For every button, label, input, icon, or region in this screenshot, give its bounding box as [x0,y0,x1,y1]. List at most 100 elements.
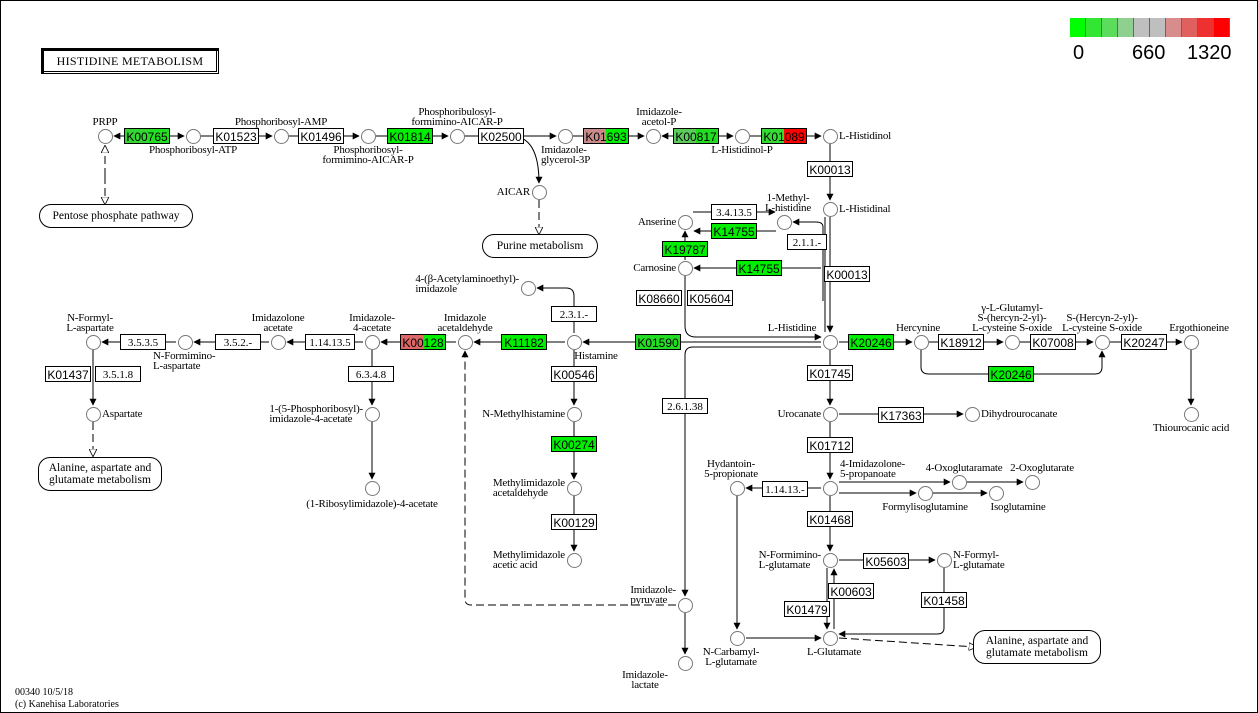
enzyme-box-k02500[interactable]: K02500 [478,128,524,144]
compound-node-histamine[interactable] [566,334,582,350]
pathway-link-ala2[interactable]: Alanine, aspartate and glutamate metabol… [973,630,1101,664]
compound-node-thiourocanic[interactable] [1183,406,1199,422]
enzyme-box-2-1-1[interactable]: 2.1.1.- [787,234,827,250]
enzyme-box-k01479[interactable]: K01479 [784,601,830,617]
enzyme-box-k20246[interactable]: K20246 [988,366,1034,382]
compound-node-hercyn-cys[interactable] [1094,334,1110,350]
enzyme-box-k01496[interactable]: K01496 [298,128,344,144]
enzyme-box-k01458[interactable]: K01458 [921,592,967,608]
enzyme-box-k01590[interactable]: K01590 [635,334,681,350]
compound-node-methylhis[interactable] [776,214,792,230]
enzyme-box-k00817[interactable]: K00817 [673,128,719,144]
enzyme-box-k05604[interactable]: K05604 [687,290,733,306]
compound-node-nmethylhistamine[interactable] [566,406,582,422]
compound-node-igp[interactable] [557,128,573,144]
enzyme-box-k01437[interactable]: K01437 [45,366,91,382]
pathway-link-pentose[interactable]: Pentose phosphate pathway [39,204,193,228]
compound-node-imacetald[interactable] [457,334,473,350]
enzyme-box-k01089[interactable]: K01089 [761,128,807,144]
compound-node-acetylaminoethyl[interactable] [520,280,536,296]
compound-node-histidinol[interactable] [822,128,838,144]
compound-node-imlactate[interactable] [677,655,693,671]
enzyme-box-k01693[interactable]: K01693 [583,128,629,144]
enzyme-box-k20246[interactable]: K20246 [848,334,894,350]
reaction-arrow [536,284,575,333]
compound-node-nformimino-glu[interactable] [822,552,838,568]
compound-node-nformyl-asp[interactable] [85,334,101,350]
compound-node-glutamate[interactable] [822,630,838,646]
enzyme-box-k14755[interactable]: K14755 [711,223,757,239]
compound-node-ncarbamyl-glu[interactable] [729,630,745,646]
enzyme-box-k08660[interactable]: K08660 [636,290,682,306]
enzyme-box-k07008[interactable]: K07008 [1030,334,1076,350]
enzyme-box-k01468[interactable]: K01468 [807,511,853,527]
compound-node-impyruvate[interactable] [677,597,693,613]
compound-node-prim4acetate[interactable] [364,406,380,422]
compound-node-hydantoin[interactable] [729,480,745,496]
compound-label: L-Histidine [767,322,817,334]
compound-node-mimacetald[interactable] [566,480,582,496]
pathway-link-ala1[interactable]: Alanine, aspartate and glutamate metabol… [38,457,162,491]
enzyme-box-k00603[interactable]: K00603 [828,583,874,599]
compound-node-imzacetate[interactable] [270,334,286,350]
compound-node-hisp[interactable] [734,128,750,144]
compound-node-histidine[interactable] [822,334,838,350]
enzyme-box-k11182[interactable]: K11182 [501,334,547,350]
compound-node-gglu-hercyn[interactable] [1004,334,1020,350]
enzyme-box-k17363[interactable]: K17363 [878,407,924,423]
compound-node-pru-faicar[interactable] [449,128,465,144]
compound-node-oxoglutarate[interactable] [1024,474,1040,490]
enzyme-box-k01523[interactable]: K01523 [213,128,259,144]
enzyme-box-k00013[interactable]: K00013 [807,161,853,177]
compound-node-oxoglutaramate[interactable] [951,474,967,490]
compound-node-anserine[interactable] [677,214,693,230]
enzyme-box-k01814[interactable]: K01814 [387,128,433,144]
enzyme-box-k19787[interactable]: K19787 [662,241,708,257]
enzyme-box-3-5-1-8[interactable]: 3.5.1.8 [95,366,141,382]
compound-node-iap[interactable] [645,128,661,144]
compound-node-isoglutamine[interactable] [988,485,1004,501]
enzyme-box-k05603[interactable]: K05603 [863,553,909,569]
compound-node-urocanate[interactable] [822,406,838,422]
enzyme-box-6-3-4-8[interactable]: 6.3.4.8 [348,366,394,382]
enzyme-box-1-14-13[interactable]: 1.14.13.- [762,481,808,497]
enzyme-box-2-3-1[interactable]: 2.3.1.- [551,306,597,322]
enzyme-box-k18912[interactable]: K18912 [938,334,984,350]
pathway-link-purine[interactable]: Purine metabolism [482,234,598,258]
compound-node-aicar[interactable] [531,184,547,200]
compound-node-nformyl-glu[interactable] [936,552,952,568]
compound-node-ergothioneine[interactable] [1183,334,1199,350]
enzyme-box-k00546[interactable]: K00546 [551,366,597,382]
compound-label: L-Histidinal [839,203,891,215]
enzyme-box-k01745[interactable]: K01745 [807,365,853,381]
enzyme-box-k01712[interactable]: K01712 [807,437,853,453]
enzyme-box-k00128[interactable]: K00128 [400,334,446,350]
enzyme-box-k14755[interactable]: K14755 [736,260,782,276]
enzyme-box-3-4-13-5[interactable]: 3.4.13.5 [711,204,757,220]
compound-node-carnosine[interactable] [677,260,693,276]
compound-node-aspartate[interactable] [85,406,101,422]
compound-node-pr-faicar[interactable] [360,128,376,144]
compound-node-im4acetate[interactable] [364,334,380,350]
compound-node-nformimino-asp[interactable] [177,334,193,350]
compound-node-imzpropanoate[interactable] [822,480,838,496]
enzyme-box-3-5-2[interactable]: 3.5.2.- [215,334,261,350]
enzyme-box-2-6-1-38[interactable]: 2.6.1.38 [662,398,708,414]
enzyme-box-3-5-3-5[interactable]: 3.5.3.5 [120,334,166,350]
compound-node-histidinal[interactable] [822,201,838,217]
compound-label: 4-(β-Acetylaminoethyl)- imidazole [415,273,519,295]
compound-node-ribim4acetate[interactable] [364,480,380,496]
compound-node-hercynine[interactable] [913,334,929,350]
enzyme-box-k00013[interactable]: K00013 [824,266,870,282]
compound-node-dihydrourocanate[interactable] [964,406,980,422]
compound-node-mimacetic[interactable] [566,552,582,568]
enzyme-box-1-14-13-5[interactable]: 1.14.13.5 [305,334,355,350]
enzyme-box-k00274[interactable]: K00274 [551,436,597,452]
enzyme-box-k00765[interactable]: K00765 [124,128,170,144]
compound-node-pr-amp[interactable] [273,128,289,144]
compound-node-pr-atp[interactable] [185,128,201,144]
compound-node-formylisoglutamine[interactable] [917,485,933,501]
compound-node-prpp[interactable] [97,128,113,144]
enzyme-box-k20247[interactable]: K20247 [1121,334,1167,350]
enzyme-box-k00129[interactable]: K00129 [551,514,597,530]
